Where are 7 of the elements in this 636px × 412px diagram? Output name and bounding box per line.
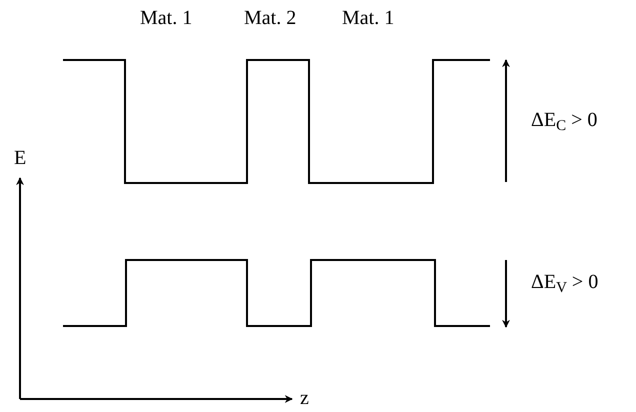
axis-label: E (14, 146, 26, 170)
material-label: Mat. 1 (140, 6, 192, 30)
material-label: Mat. 2 (244, 6, 296, 30)
material-label: Mat. 1 (342, 6, 394, 30)
axis-label: z (300, 386, 309, 410)
band-offset-label: ΔE$_{V}$ > 0 (531, 270, 598, 294)
band-offset-label: ΔE$_{C}$ > 0 (531, 108, 598, 132)
